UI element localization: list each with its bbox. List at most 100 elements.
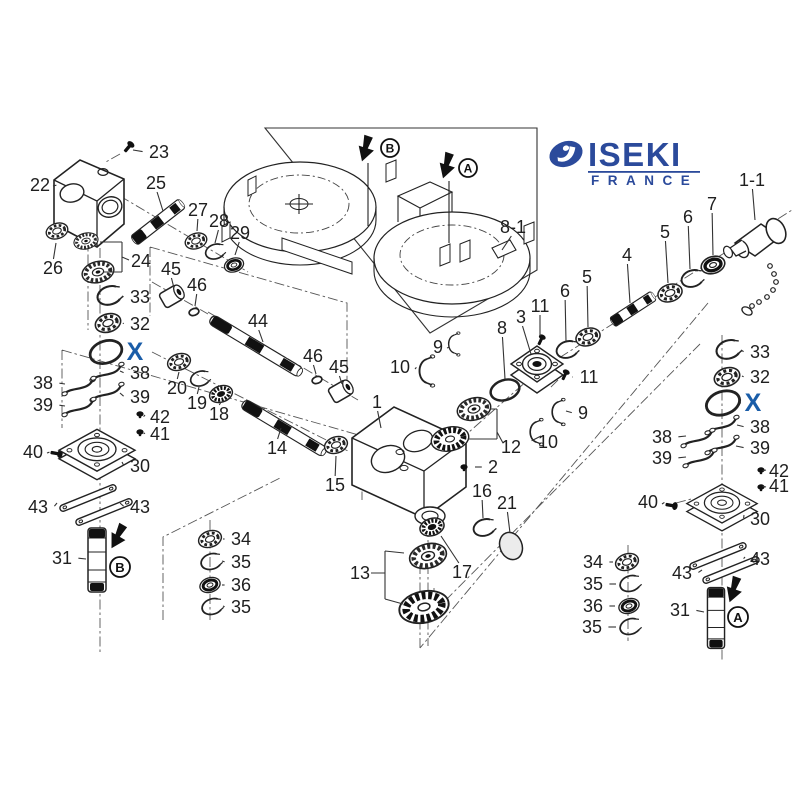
logo-underline [588, 171, 700, 173]
leader-line [119, 370, 124, 374]
part-number-label: 6 [560, 281, 570, 301]
leader-line [132, 149, 143, 153]
clip-10-a [418, 353, 436, 389]
reference-circle-b [109, 556, 131, 578]
part-number-label: 5 [582, 267, 592, 287]
bolt-40-right [664, 500, 679, 511]
leader-line [414, 367, 417, 370]
leader-line [762, 485, 767, 488]
leader-line [277, 427, 282, 440]
leader-line [143, 432, 146, 435]
snap-ring-33-right [713, 336, 745, 363]
leader-line [52, 184, 57, 187]
leader-line [121, 295, 124, 298]
part-number-label: 8-1 [500, 217, 526, 237]
part-number-label: 34 [583, 552, 603, 572]
bearing-20 [163, 349, 195, 375]
leader-line [52, 242, 57, 260]
iseki-logo-icon [549, 140, 583, 168]
universal-joint-1-1 [722, 217, 787, 316]
part-number-label: 43 [672, 563, 692, 583]
leader-line [664, 240, 669, 284]
leader-line [78, 557, 87, 560]
part-number-label: 43 [130, 497, 150, 517]
part-number-label: 1-1 [739, 170, 765, 190]
leader-line [143, 414, 146, 417]
leader-line [531, 435, 542, 442]
part-number-label: 39 [33, 395, 53, 415]
part-number-label: 21 [497, 493, 517, 513]
leader-line [740, 349, 744, 353]
part-number-label: 35 [231, 552, 251, 572]
part-number-label: 4 [622, 245, 632, 265]
gear-12-a [455, 394, 493, 424]
bearing-34-left [194, 526, 226, 552]
part-number-label: 12 [501, 437, 521, 457]
leader-line [736, 424, 744, 428]
seal-36-right [615, 594, 643, 618]
leader-line [59, 382, 66, 385]
x-mark: X [745, 389, 762, 417]
bearing-18 [205, 380, 237, 408]
part-number-label: 35 [582, 617, 602, 637]
leader-line [711, 212, 714, 256]
gearbox-housing-22 [53, 159, 125, 248]
part-number-label: 34 [231, 529, 251, 549]
gearbox-housing-1 [351, 406, 467, 526]
part-number-label: 25 [146, 173, 166, 193]
leader-line [59, 404, 66, 407]
leader-line [564, 299, 567, 342]
part-number-label: 45 [161, 259, 181, 279]
shim-38-right-b [677, 426, 719, 450]
bearing-32-left [91, 308, 125, 338]
safety-chain [749, 263, 779, 309]
leader-line [678, 456, 687, 459]
bearing-32-right [710, 362, 744, 392]
leader-line [218, 401, 222, 406]
part-number-label: 38 [652, 427, 672, 447]
part-number-label: 27 [188, 200, 208, 220]
part-number-label: 36 [583, 596, 603, 616]
reference-circle-b [380, 138, 400, 158]
part-number-label: 46 [303, 346, 323, 366]
shim-38-left-b [58, 374, 100, 398]
snap-ring-35-right-b [617, 615, 644, 638]
part-number-label: 38 [130, 363, 150, 383]
shim-39-left-b [58, 395, 100, 419]
reference-circle-a [727, 606, 749, 628]
leader-line [521, 325, 532, 355]
leader-line [222, 605, 225, 608]
leader-line [196, 218, 199, 232]
snap-ring-19 [187, 367, 213, 390]
snap-ring-35-left-a [198, 550, 225, 573]
leader-line [481, 499, 484, 519]
part-number-label: 33 [130, 287, 150, 307]
bracket-lines [100, 241, 504, 605]
part-number-label: 9 [433, 337, 443, 357]
part-number-label: 14 [267, 438, 287, 458]
part-number-label: 1 [372, 392, 382, 412]
leader-line [119, 502, 124, 507]
leader-line [334, 455, 337, 477]
part-number-label: 23 [149, 142, 169, 162]
part-number-label: 10 [538, 432, 558, 452]
parts-layer [42, 139, 787, 650]
leader-line [221, 560, 225, 563]
cover-30-left [58, 428, 136, 481]
nut-42-left [136, 411, 144, 419]
leader-line [501, 336, 506, 380]
snap-ring-6-b [678, 266, 707, 291]
part-number-label: 42 [150, 407, 170, 427]
leader-line [565, 410, 572, 414]
part-number-label: 40 [638, 492, 658, 512]
part-number-label: 32 [130, 314, 150, 334]
part-number-label: 13 [350, 563, 370, 583]
clip-9-a [447, 331, 461, 357]
part-number-label: 9 [578, 403, 588, 423]
leader-line [338, 375, 343, 385]
part-number-label: 5 [660, 222, 670, 242]
cap-21 [494, 528, 528, 564]
part-number-label: 18 [209, 404, 229, 424]
